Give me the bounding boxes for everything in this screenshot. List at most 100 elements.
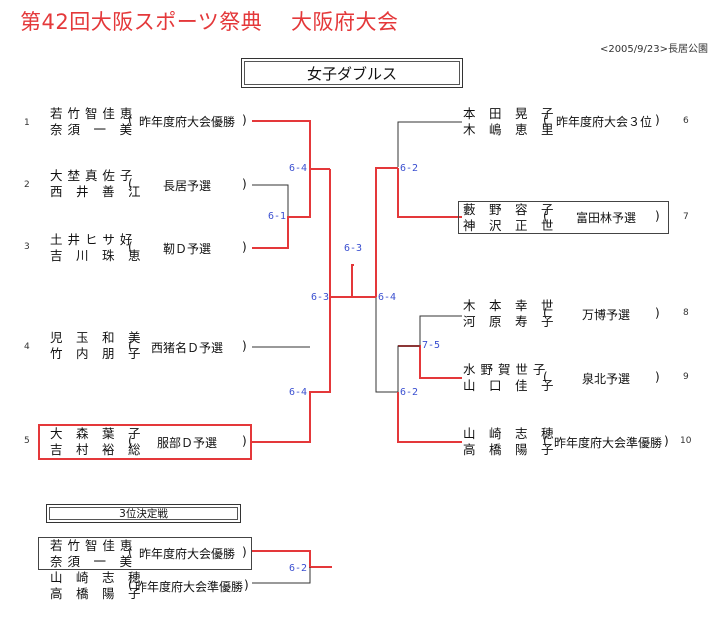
seed-number: 5 (24, 436, 30, 446)
player-name: 河 原 寿 子 (463, 314, 555, 329)
event-title: 女子ダブルス (244, 61, 460, 85)
event-title-box: 女子ダブルス (241, 58, 463, 88)
paren-close: ) (655, 113, 660, 127)
seed-number: 1 (24, 118, 30, 128)
player-name: 竹 内 朋 子 (50, 346, 142, 361)
affiliation: 泉北予選 (582, 372, 631, 386)
paren-close: ) (242, 434, 247, 448)
seed-number: 2 (24, 180, 30, 190)
paren-open: ( (128, 240, 133, 254)
paren-open: ( (128, 113, 133, 127)
player-name: 藪 野 容 子 (463, 202, 555, 217)
paren-open: ( (543, 113, 548, 127)
line-entry-6 (397, 121, 462, 167)
win-entry-7 (397, 168, 462, 218)
third-place-winner-box (38, 537, 252, 570)
line-sf-right-loser (375, 297, 398, 393)
paren-open: ( (128, 434, 133, 448)
score-qf-right-bottom: 6-2 (400, 387, 419, 398)
paren-open: ( (128, 177, 133, 191)
win-sf-right (375, 167, 398, 297)
player-name: 吉 川 珠 恵 (50, 248, 142, 263)
score-final: 6-3 (344, 243, 363, 254)
score-sf-right: 6-4 (378, 292, 397, 303)
player-name: 吉 村 裕 総 (50, 442, 142, 457)
player-name: 高 橋 陽 子 (463, 442, 555, 457)
seed-number: 9 (683, 372, 689, 382)
seed-number: 6 (683, 116, 689, 126)
affiliation: 服部Ｄ予選 (157, 436, 218, 450)
win-entry-5 (252, 297, 331, 443)
paren-open: ( (128, 339, 133, 353)
player-name: 大 埜 真 佐 子 (50, 168, 133, 183)
paren-close: ) (242, 339, 247, 353)
score-qf-left-top: 6-4 (289, 163, 308, 174)
affiliation: 富田林予選 (576, 211, 637, 225)
paren-close: ) (655, 306, 660, 320)
third-place-label: 3位決定戦 (49, 507, 238, 520)
page-title: 第42回大阪スポーツ祭典 大阪府大会 (20, 10, 399, 34)
paren-open: ( (543, 306, 548, 320)
runner-up-box (458, 201, 669, 234)
affiliation: 昨年度府大会準優勝 (135, 580, 244, 594)
player-name: 木 本 幸 世 (463, 298, 555, 313)
win-entry-10 (397, 392, 462, 443)
score-sf-left: 6-3 (311, 292, 330, 303)
seed-number: 3 (24, 242, 30, 252)
player-name: 土 井 ヒ サ 好 (50, 232, 133, 247)
paren-close: ) (244, 578, 249, 592)
line-entry-8 (419, 315, 462, 346)
paren-open: ( (128, 545, 133, 559)
paren-close: ) (242, 545, 247, 559)
seed-number: 10 (680, 436, 692, 446)
player-name: 若 竹 智 佳 恵 (50, 538, 133, 553)
paren-close: ) (664, 434, 669, 448)
date-venue: <2005/9/23>長居公園 (599, 44, 708, 55)
affiliation: 昨年度府大会３位 (556, 115, 653, 129)
player-name: 奈 須 一 美 (50, 554, 133, 569)
player-name: 山 口 佳 子 (463, 378, 555, 393)
player-name: 児 玉 和 美 (50, 330, 142, 345)
paren-close: ) (242, 177, 247, 191)
player-name: 西 井 善 江 (50, 184, 142, 199)
player-name: 本 田 晃 子 (463, 106, 555, 121)
score-r1-right: 7-5 (422, 340, 441, 351)
line-third-loser (252, 567, 311, 584)
player-name: 木 嶋 恵 里 (463, 122, 555, 137)
score-third-place: 6-2 (289, 563, 308, 574)
paren-close: ) (242, 240, 247, 254)
paren-open: ( (543, 370, 548, 384)
affiliation: 昨年度府大会優勝 (139, 547, 236, 561)
win-entry-1 (252, 120, 330, 170)
affiliation: 靭Ｄ予選 (163, 242, 212, 256)
affiliation: 長居予選 (163, 179, 212, 193)
win-third (252, 550, 332, 568)
score-r1-left: 6-1 (268, 211, 287, 222)
score-qf-left-bottom: 6-4 (289, 387, 308, 398)
paren-close: ) (242, 113, 247, 127)
player-name: 山 崎 志 穂 (463, 426, 555, 441)
line-r1-right-top (397, 345, 420, 392)
player-name: 大 森 葉 子 (50, 426, 142, 441)
affiliation: 西猪名Ｄ予選 (151, 341, 224, 355)
paren-close: ) (655, 209, 660, 223)
affiliation: 万博予選 (582, 308, 631, 322)
affiliation: 昨年度府大会準優勝 (554, 436, 663, 450)
champion-box (38, 424, 252, 460)
paren-open: ( (543, 209, 548, 223)
third-place-header: 3位決定戦 (46, 504, 241, 523)
player-name: 神 沢 正 世 (463, 218, 555, 233)
seed-number: 7 (683, 212, 689, 222)
player-name: 若 竹 智 佳 恵 (50, 106, 133, 121)
seed-number: 4 (24, 342, 30, 352)
seed-number: 8 (683, 308, 689, 318)
player-name: 奈 須 一 美 (50, 122, 133, 137)
win-qf-left-top (329, 169, 352, 298)
win-entry-3 (252, 169, 311, 249)
paren-close: ) (655, 370, 660, 384)
score-qf-right-top: 6-2 (400, 163, 419, 174)
player-name: 山 崎 志 穂 (50, 570, 142, 585)
player-name: 水 野 賀 世 子 (463, 362, 546, 377)
paren-open: ( (543, 434, 548, 448)
